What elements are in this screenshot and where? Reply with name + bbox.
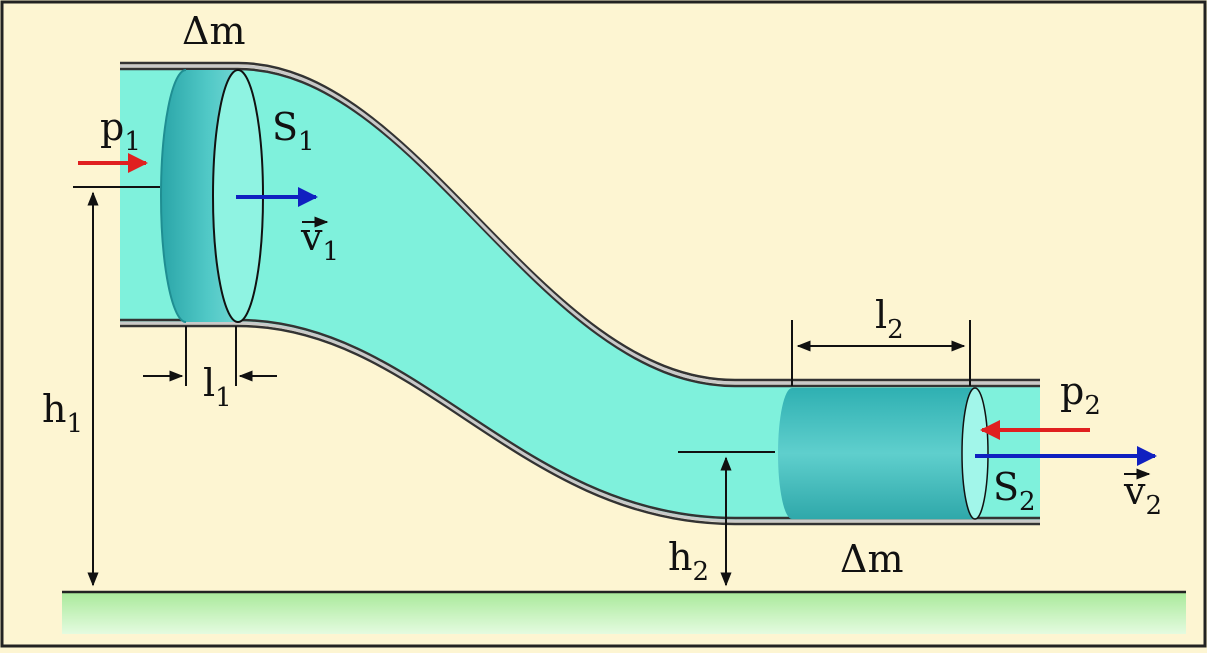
pipe-wall-bottom-outer — [120, 318, 1040, 520]
delta-m-bottom-label: Δm — [840, 537, 903, 581]
l2-label: l2 — [875, 293, 904, 345]
ground — [62, 592, 1186, 634]
l1-label: l1 — [203, 361, 232, 413]
h1-label: h1 — [42, 387, 83, 439]
pipe-wall-top-inner — [120, 67, 1040, 388]
p1-label: p1 — [100, 105, 141, 157]
fluid-element-right — [778, 387, 989, 520]
pipe-wall-top-outer — [120, 61, 1040, 382]
s1-label: S1 — [272, 105, 315, 157]
v2-label: v2 — [1123, 469, 1162, 521]
pipe-wall-bottom-inner — [120, 324, 1040, 526]
v1-label: v1 — [300, 215, 339, 267]
cross-section-s2 — [961, 387, 989, 520]
delta-m-top-label: Δm — [182, 9, 245, 53]
h2-label: h2 — [668, 535, 709, 587]
p2-label: p2 — [1060, 369, 1101, 421]
pipe-wall-top-fill — [120, 64, 1040, 385]
s2-label: S2 — [993, 465, 1036, 517]
pipe-wall-bottom-fill — [120, 321, 1040, 523]
